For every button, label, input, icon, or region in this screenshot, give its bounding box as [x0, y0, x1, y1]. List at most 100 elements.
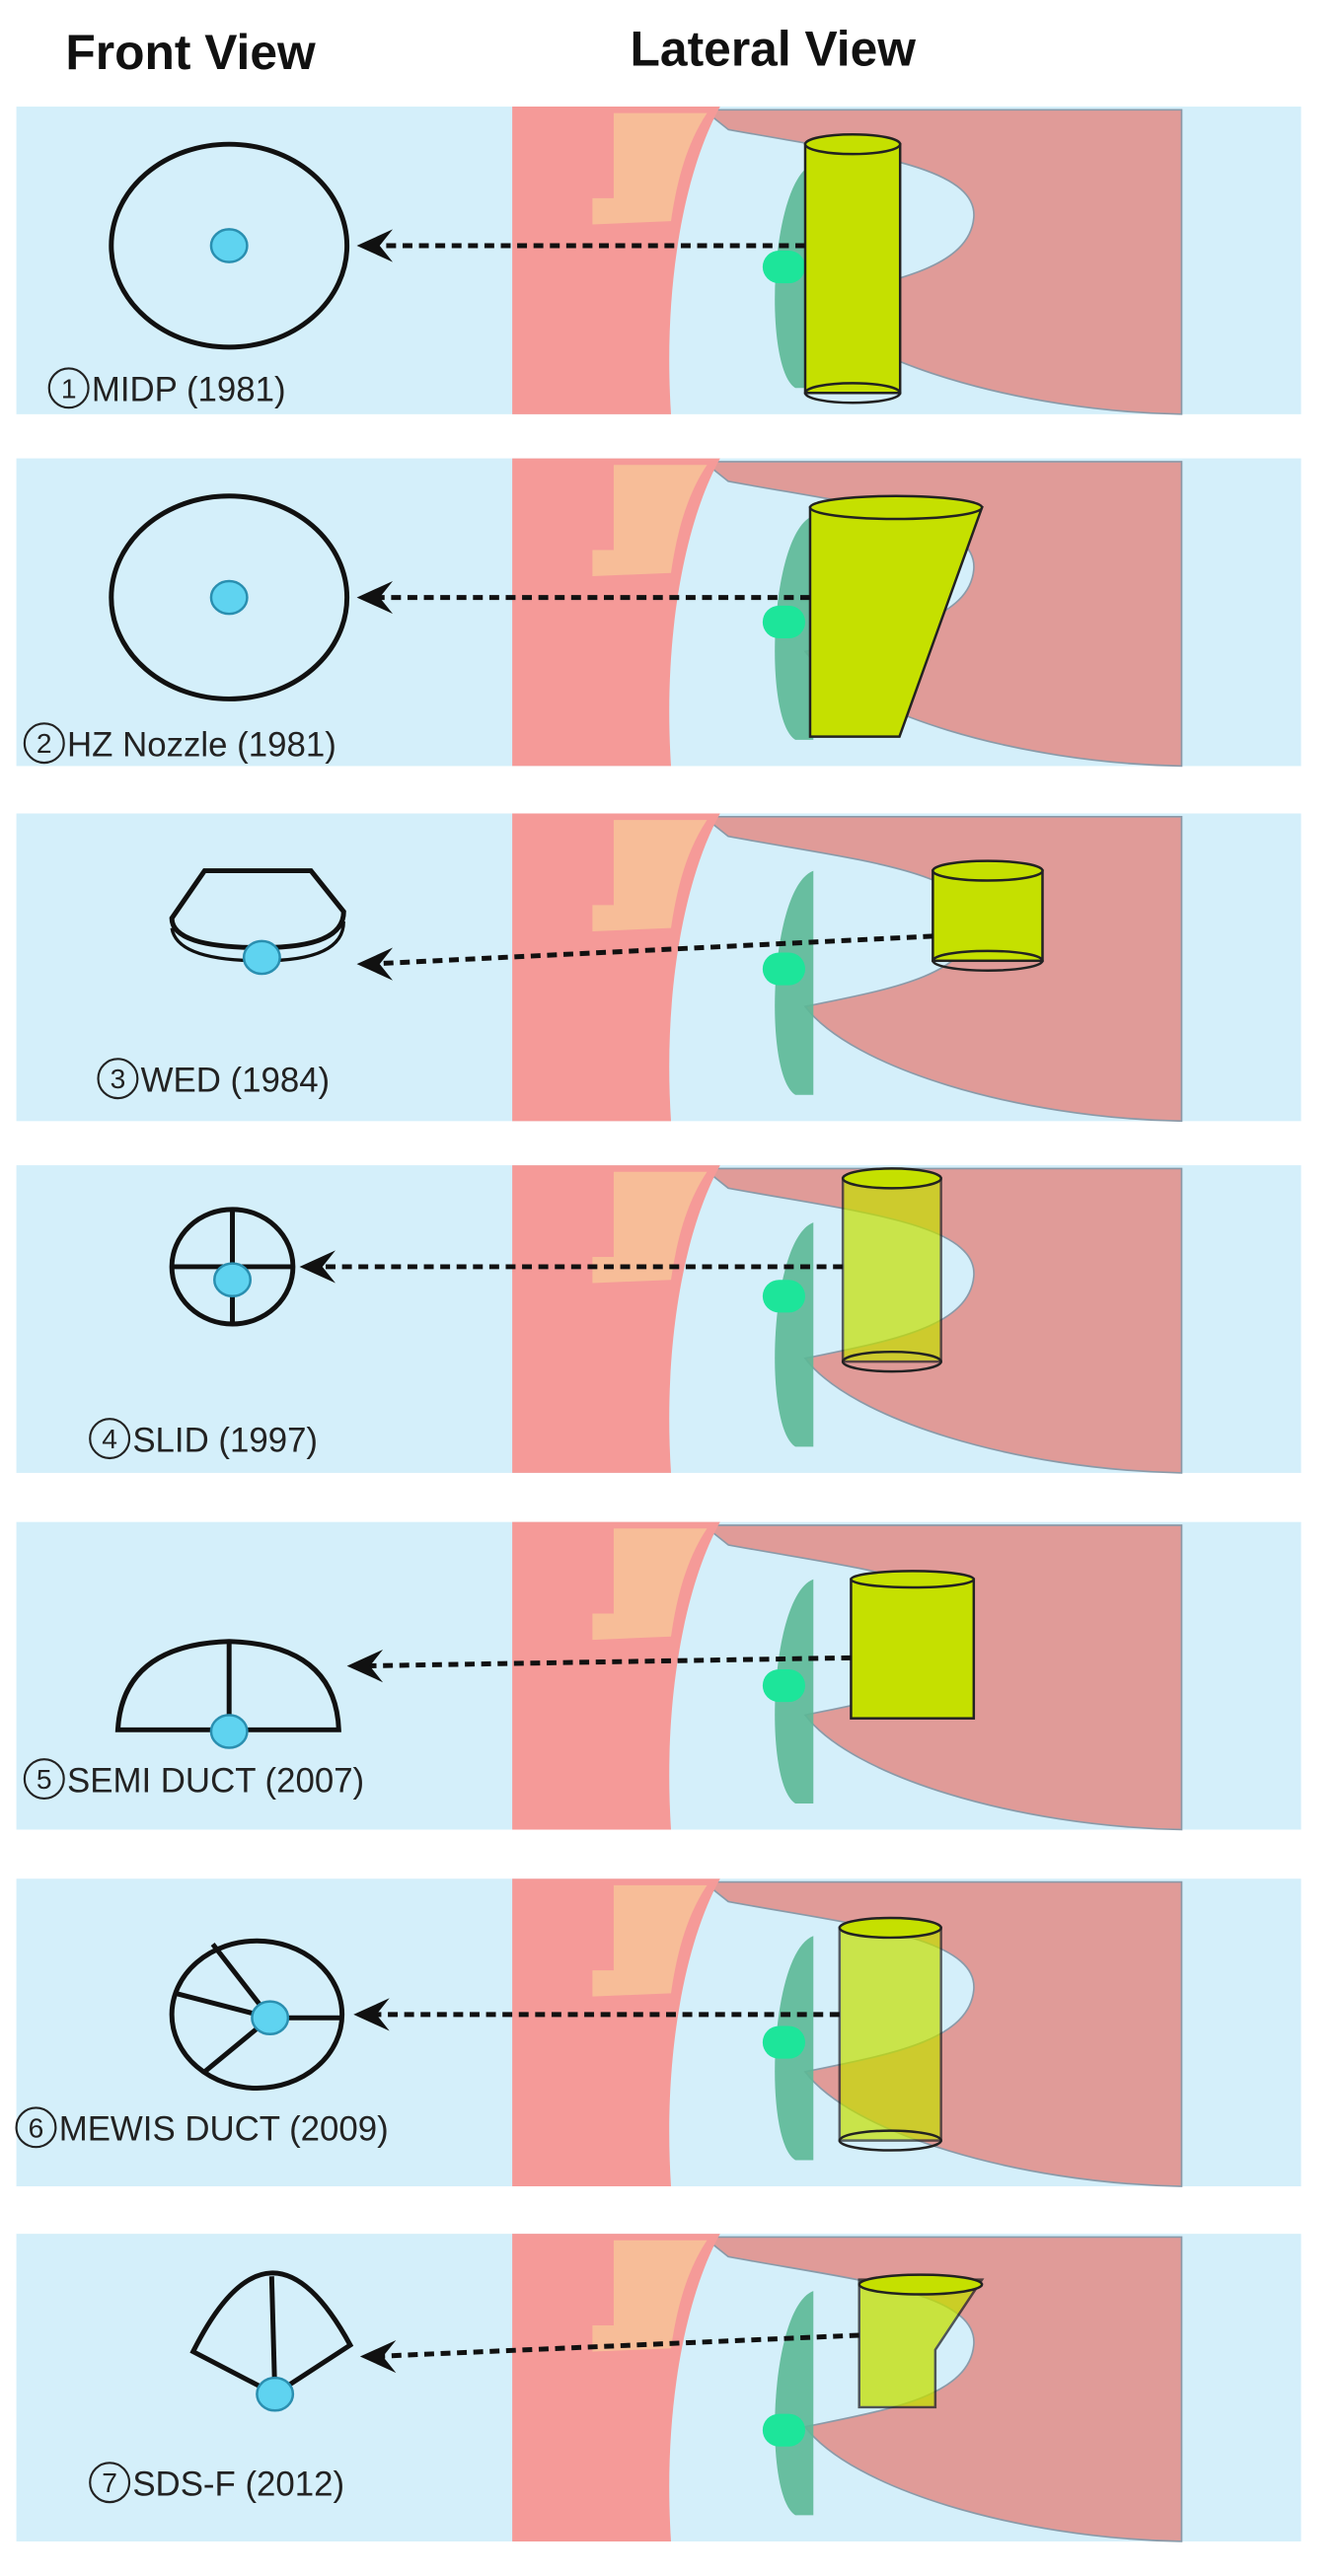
device-name-label: WED (1984) [141, 1061, 331, 1099]
duct-top-cap [808, 494, 984, 521]
hull-shape [701, 816, 1183, 1123]
front-view-shape [109, 493, 350, 701]
panel-label: 7 SDS-F (2012) [89, 2462, 344, 2504]
device-name-label: SEMI DUCT (2007) [67, 1761, 364, 1800]
arrowhead-icon [299, 1250, 336, 1284]
circled-number-icon [89, 2462, 131, 2504]
duct [803, 132, 902, 405]
device-panel: 3 WED (1984) [16, 813, 1302, 1123]
projection-arrow-line [359, 1655, 852, 1669]
panel-label: 6 MEWIS DUCT (2009) [15, 2106, 389, 2149]
device-name-label: SDS-F (2012) [132, 2466, 344, 2504]
arrowhead-icon [346, 1650, 384, 1683]
device-panel: 5 SEMI DUCT (2007) [16, 1521, 1302, 1831]
duct-body [841, 1177, 942, 1363]
duct [838, 1916, 942, 2152]
panel-label: 4 SLID (1997) [89, 1418, 318, 1460]
device-panel: 1 MIDP (1981) [16, 107, 1302, 415]
skeg-shape [592, 112, 708, 225]
circled-number-icon [23, 1758, 65, 1801]
device-panel: 4 SLID (1997) [16, 1165, 1302, 1474]
panel-label: 1 MIDP (1981) [47, 367, 286, 409]
arrowhead-icon [359, 2339, 397, 2374]
arrowhead-icon [356, 581, 394, 615]
duct-top-cap [850, 1570, 976, 1589]
circled-number-icon [89, 1418, 131, 1460]
panel-number: 5 [37, 1763, 52, 1795]
lateral-view-header: Lateral View [631, 22, 917, 77]
propeller-hub [762, 1668, 805, 1703]
device-name-label: HZ Nozzle (1981) [67, 725, 336, 764]
duct-body [803, 142, 902, 395]
device-panel: 7 SDS-F (2012) [16, 2234, 1302, 2542]
duct-bottom-cap [841, 1350, 942, 1373]
duct [857, 2273, 985, 2409]
propeller-hub [762, 605, 805, 639]
duct [850, 1570, 976, 1720]
duct-top-cap [841, 1167, 942, 1190]
propeller-hub [762, 2413, 805, 2447]
panel-number: 7 [102, 2466, 117, 2498]
duct-body [932, 869, 1044, 963]
duct-body [850, 1578, 976, 1720]
panel-number: 6 [29, 2111, 44, 2143]
projection-arrow-line [369, 933, 933, 967]
panel-number: 4 [102, 1423, 117, 1454]
device-name-label: MEWIS DUCT (2009) [59, 2110, 389, 2149]
skeg-shape [592, 820, 708, 931]
duct [808, 494, 984, 738]
duct [841, 1167, 942, 1373]
duct-bottom-cap [932, 949, 1044, 972]
vertical-strut [268, 2276, 278, 2394]
front-hub [209, 1714, 249, 1749]
front-view-shape [189, 2270, 354, 2397]
skeg-shape [592, 2240, 708, 2352]
duct-ring [109, 141, 350, 350]
propeller-hub [762, 1280, 805, 1313]
front-hub [209, 579, 249, 616]
circled-number-icon [15, 2106, 57, 2149]
duct-top-cap [803, 132, 902, 156]
duct-ring [109, 493, 350, 701]
front-view-shape [109, 141, 350, 350]
device-panel: 2 HZ Nozzle (1981) [16, 458, 1302, 768]
duct-ring [169, 1938, 345, 2092]
duct-body [838, 1926, 942, 2142]
skeg-shape [592, 1171, 708, 1284]
duct [932, 859, 1044, 972]
circled-number-icon [23, 722, 65, 765]
front-hub [242, 939, 281, 976]
propeller-hub [762, 250, 805, 284]
panels: 1 MIDP (1981) 2 HZ Nozzle (1981) 3 WED (1984)… [15, 107, 1302, 2542]
skeg-shape [592, 1884, 708, 1997]
panel-label: 2 HZ Nozzle (1981) [23, 722, 336, 765]
device-panel: 6 MEWIS DUCT (2009) [15, 1878, 1302, 2187]
propeller-blade [775, 1222, 814, 1447]
arrowhead-icon [356, 229, 394, 262]
panel-label: 3 WED (1984) [97, 1058, 331, 1099]
device-name-label: SLID (1997) [132, 1421, 318, 1459]
panel-number: 2 [37, 727, 52, 759]
duct-bottom-cap [838, 2129, 942, 2152]
panel-number: 1 [61, 372, 77, 404]
duct-bottom-cap [803, 382, 902, 405]
skeg-shape [592, 1528, 708, 1641]
duct-top-cap [857, 2273, 984, 2296]
panel-number: 3 [111, 1063, 126, 1094]
propeller-hub [762, 952, 805, 986]
duct-top-cap [932, 859, 1044, 882]
panel-label: 5 SEMI DUCT (2007) [23, 1758, 364, 1801]
front-hub [251, 2000, 290, 2036]
front-hub [256, 2376, 295, 2412]
front-hub [209, 228, 249, 263]
arrowhead-icon [356, 947, 394, 981]
device-name-label: MIDP (1981) [92, 371, 286, 409]
front-hub [213, 1262, 252, 1298]
skeg-shape [592, 465, 708, 577]
front-view-header: Front View [65, 25, 316, 80]
fan-duct-outline [189, 2270, 354, 2397]
duct-top-cap [838, 1916, 942, 1940]
circled-number-icon [47, 367, 90, 409]
propeller-blade [775, 2291, 814, 2516]
